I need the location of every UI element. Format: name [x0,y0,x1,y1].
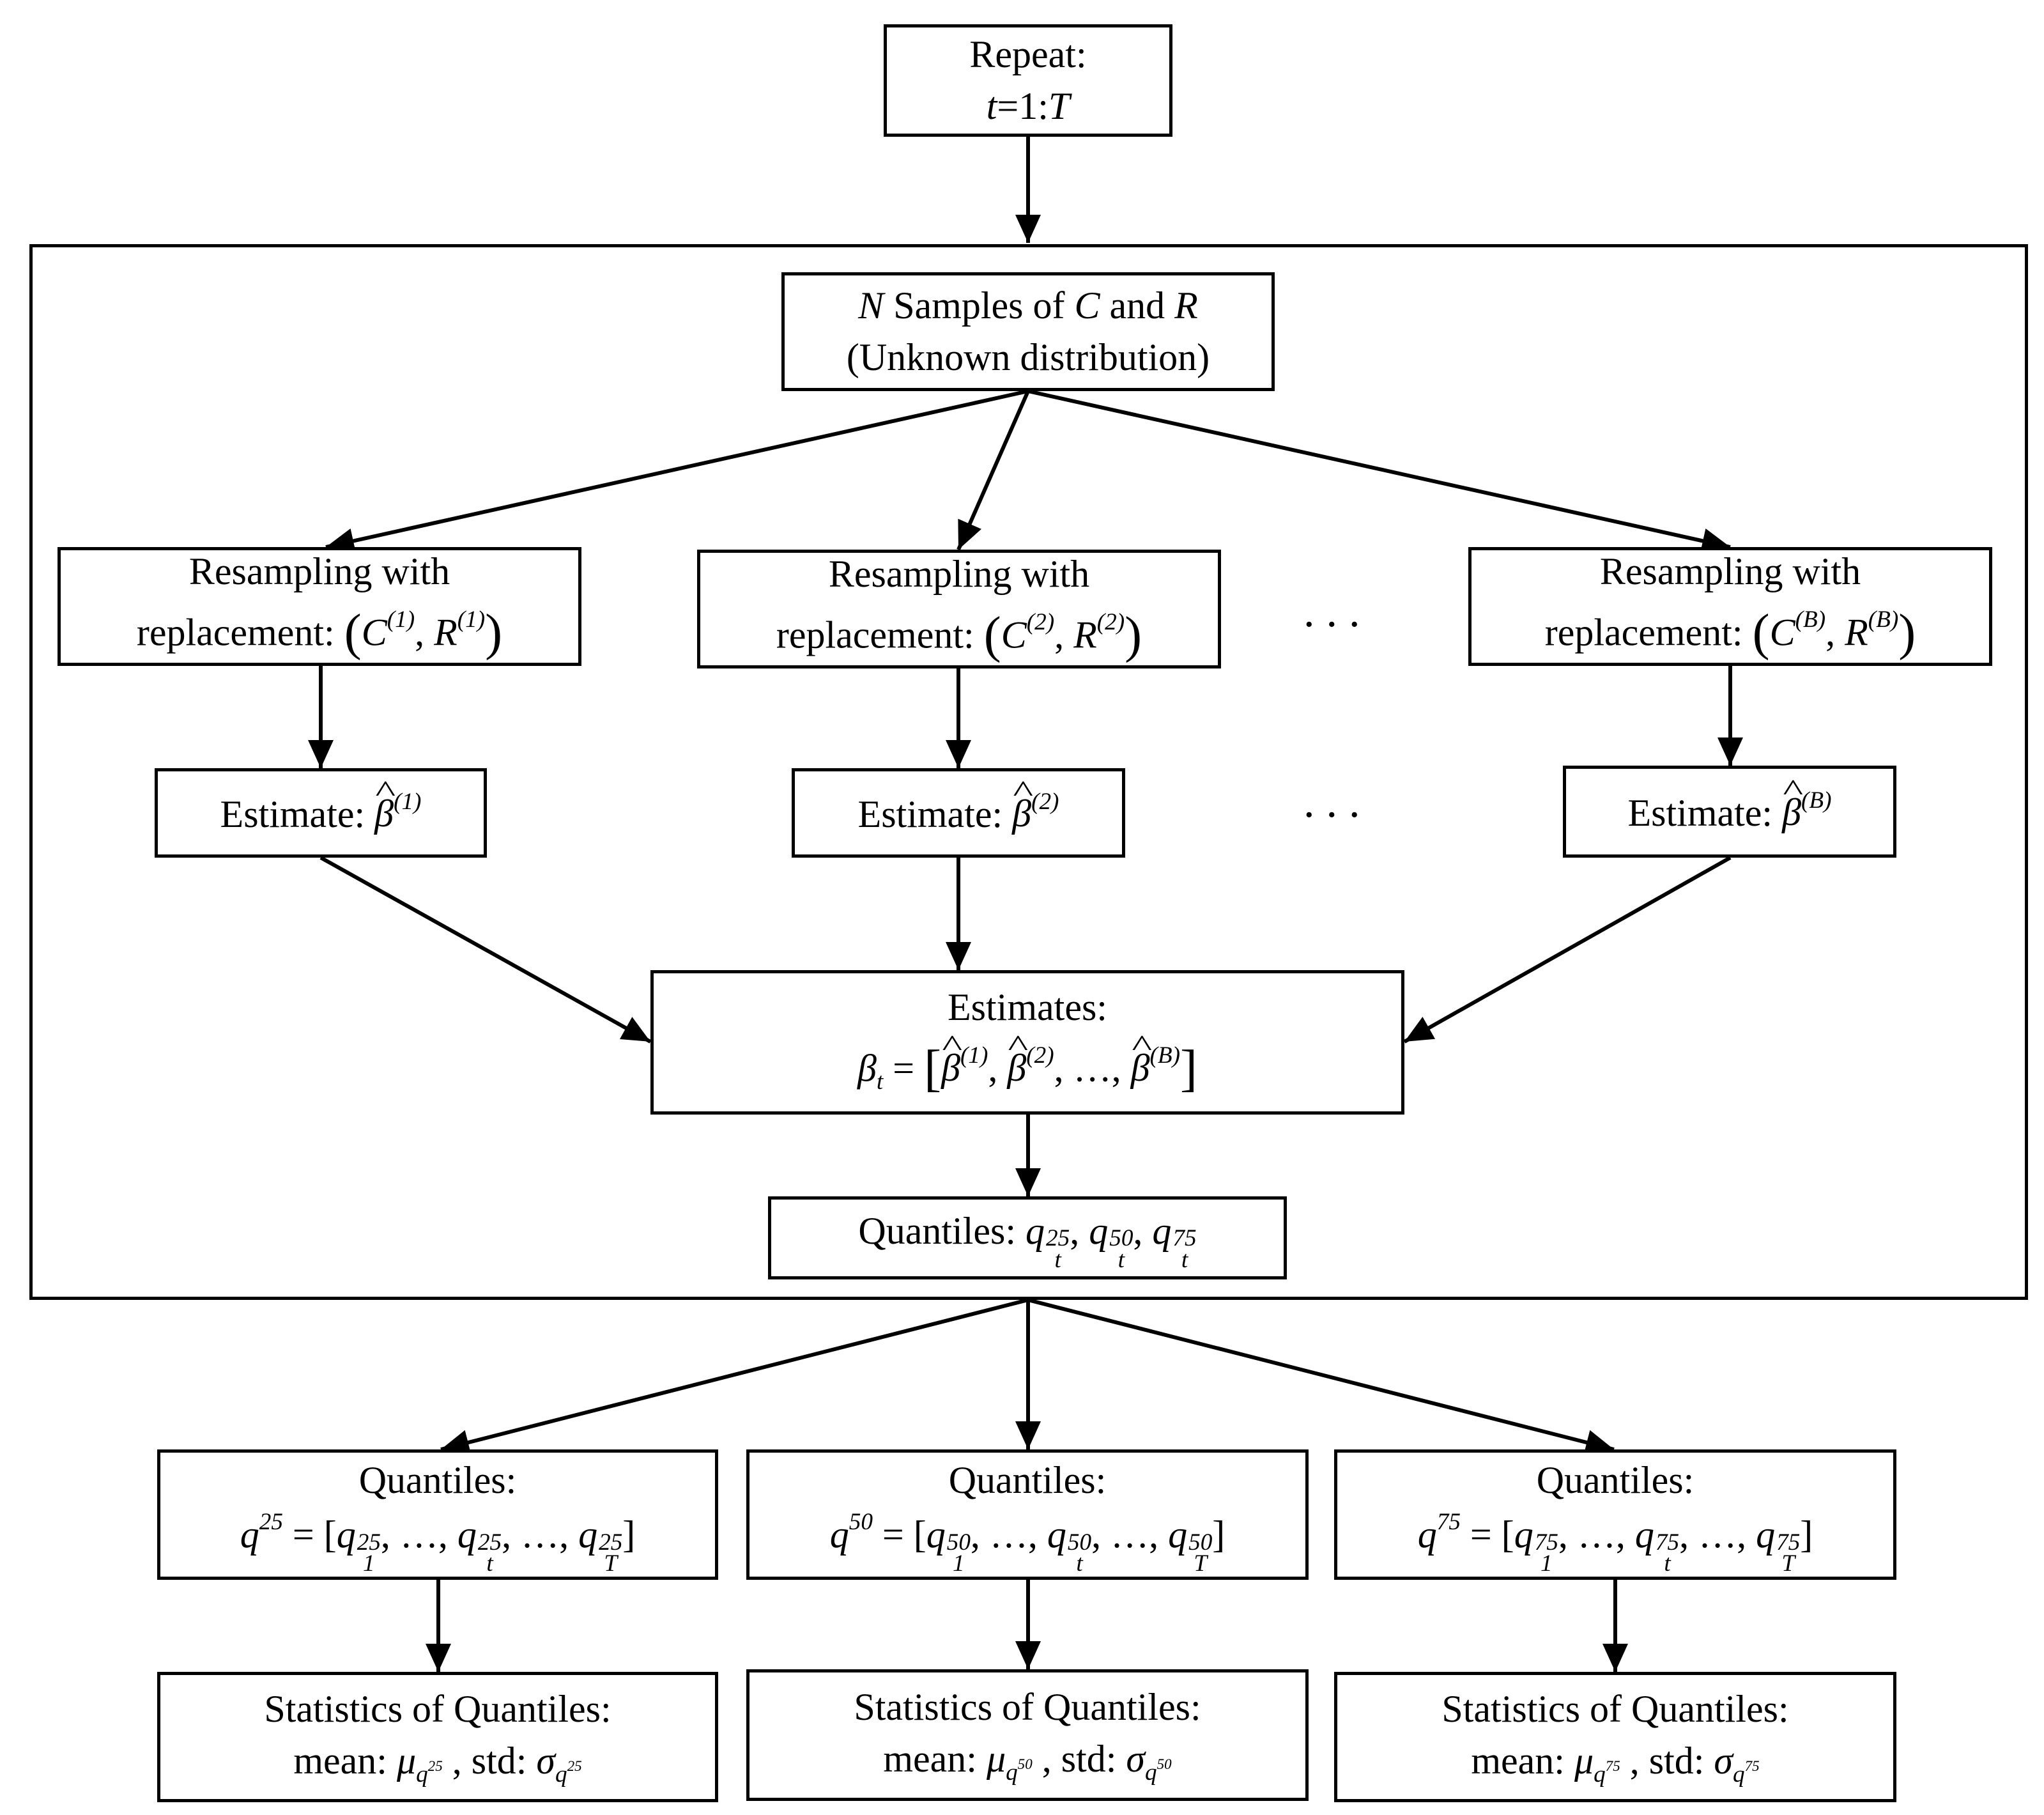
estimate-box-1: Estimate: β(1) [155,768,487,858]
estimates-box: Estimates: βt = [β(1), β(2), …, β(B)] [650,970,1404,1115]
statistics-title: Statistics of Quantiles: [854,1685,1201,1728]
statistics-title: Statistics of Quantiles: [264,1687,611,1730]
resampling-formula: replacement: (C(B), R(B)) [1544,603,1916,661]
repeat-box: Repeat: t=1:T [884,24,1172,137]
estimates-formula: βt = [β(1), β(2), …, β(B)] [857,1033,1197,1103]
arrow-samples-to-resample-2 [957,390,1030,551]
bootstrap-loop-frame [29,244,2028,1300]
arrow-samples-to-resample-b [1027,389,1731,553]
quantile-series-title: Quantiles: [1536,1459,1694,1502]
estimate-box-2: Estimate: β(2) [792,768,1125,858]
statistics-box-50: Statistics of Quantiles: mean: μq50 , st… [746,1669,1309,1801]
resampling-ellipsis: ... [1303,587,1372,637]
resampling-title: Resampling with [1599,550,1861,592]
estimates-title: Estimates: [948,985,1107,1028]
estimate-formula: Estimate: β(1) [220,786,422,840]
estimate-box-b: Estimate: β(B) [1563,766,1896,858]
arrow-loop-to-quantile-75 [1027,1298,1615,1455]
arrow-estimate-1-to-estimates [319,856,652,1044]
resampling-box-1: Resampling with replacement: (C(1), R(1)… [58,547,581,666]
resampling-box-2: Resampling with replacement: (C(2), R(2)… [697,550,1221,668]
statistics-box-75: Statistics of Quantiles: mean: μq75 , st… [1334,1672,1896,1802]
resampling-box-b: Resampling with replacement: (C(B), R(B)… [1468,547,1992,666]
estimate-formula: Estimate: β(B) [1627,785,1831,839]
statistics-title: Statistics of Quantiles: [1441,1687,1789,1730]
statistics-formula: mean: μq75 , std: σq75 [1471,1739,1760,1788]
repeat-label: Repeat: [969,33,1087,75]
statistics-box-25: Statistics of Quantiles: mean: μq25 , st… [157,1672,718,1802]
quantile-series-title: Quantiles: [948,1459,1107,1502]
samples-line-1: N Samples of C and R [858,284,1198,327]
resampling-title: Resampling with [828,552,1090,595]
repeat-range: t=1:T [986,85,1070,127]
statistics-formula: mean: μq50 , std: σq50 [883,1737,1172,1786]
resampling-formula: replacement: (C(1), R(1)) [136,603,503,661]
estimate-formula: Estimate: β(2) [858,786,1059,840]
samples-line-2: (Unknown distribution) [846,336,1210,378]
resampling-formula: replacement: (C(2), R(2)) [776,605,1142,663]
samples-box: N Samples of C and R (Unknown distributi… [781,272,1275,391]
quantile-series-title: Quantiles: [358,1459,517,1502]
resampling-title: Resampling with [188,550,450,592]
arrow-loop-to-quantile-25 [440,1298,1029,1455]
arrow-samples-to-resample-1 [325,389,1029,553]
estimate-ellipsis: ... [1303,778,1372,827]
arrow-estimate-b-to-estimates [1403,856,1732,1044]
statistics-formula: mean: μq25 , std: σq25 [293,1739,582,1788]
